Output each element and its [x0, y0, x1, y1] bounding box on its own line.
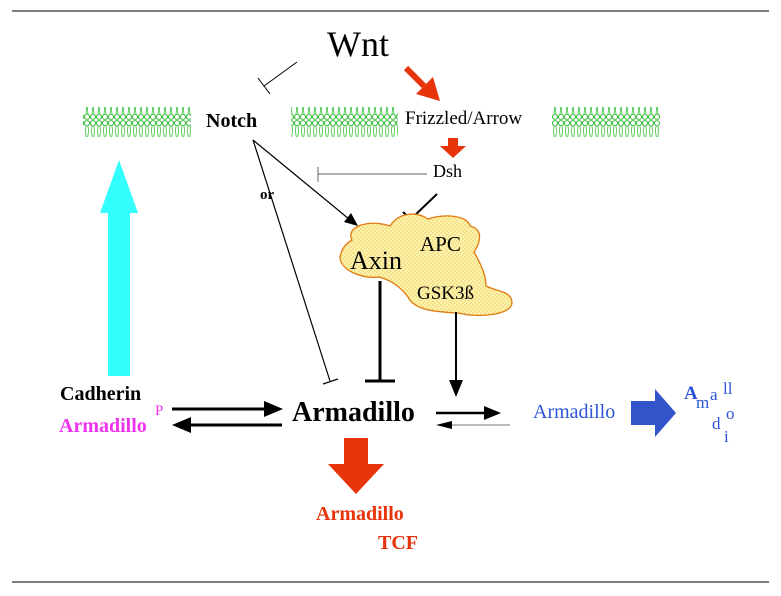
armadillo-right-equilibrium: [436, 406, 510, 429]
cadherin-armadillo-equilibrium: [172, 401, 283, 433]
tcf-label: TCF: [378, 532, 418, 554]
membrane-segment-left: [83, 107, 191, 137]
frizzled-to-dsh-arrow: [440, 138, 466, 158]
wnt-to-frizzled-arrow: [403, 65, 440, 101]
armadillo-nuclear-label: Armadillo: [316, 503, 404, 525]
scattered-letter-d: d: [712, 414, 721, 433]
wnt-label: Wnt: [327, 24, 389, 64]
cadherin-label: Cadherin: [60, 383, 142, 405]
or-label: or: [260, 187, 275, 203]
scattered-letter-i: i: [724, 427, 729, 446]
scattered-letters-ll: ll: [723, 379, 733, 398]
axin-inhibits-armadillo: [365, 281, 395, 383]
apc-label: APC: [420, 232, 461, 256]
armadillo-phospho-label: Armadillo: [59, 415, 147, 437]
dsh-label: Dsh: [433, 161, 463, 181]
destruction-complex-blob: [339, 213, 513, 316]
scattered-letter-a2: a: [710, 385, 718, 404]
gsk-to-equilibrium-arrow: [449, 312, 463, 397]
cadherin-to-membrane-arrow: [100, 160, 138, 376]
scattered-letter-o: o: [726, 404, 735, 423]
degradation-arrow: [631, 389, 676, 437]
wnt-inhibits-notch: [257, 61, 298, 95]
notch-label: Notch: [206, 110, 258, 132]
phospho-superscript: P: [155, 403, 164, 419]
armadillo-to-tcf-arrow: [328, 438, 384, 494]
gsk3b-label: GSK3ß: [417, 283, 475, 304]
axin-label: Axin: [350, 246, 402, 275]
notch-to-complex-arrow: [252, 139, 358, 226]
scattered-letter-m: m: [696, 393, 710, 412]
frizzled-label: Frizzled/Arrow: [405, 108, 523, 129]
armadillo-right-label: Armadillo: [533, 401, 616, 423]
membrane-segment-middle: [291, 107, 398, 137]
dsh-inhibits-notch: [317, 167, 427, 182]
armadillo-main-label: Armadillo: [292, 397, 415, 428]
membrane-segment-right: [552, 107, 660, 137]
notch-inhibits-armadillo: [252, 139, 339, 385]
scattered-letter-a: A: [684, 383, 698, 404]
